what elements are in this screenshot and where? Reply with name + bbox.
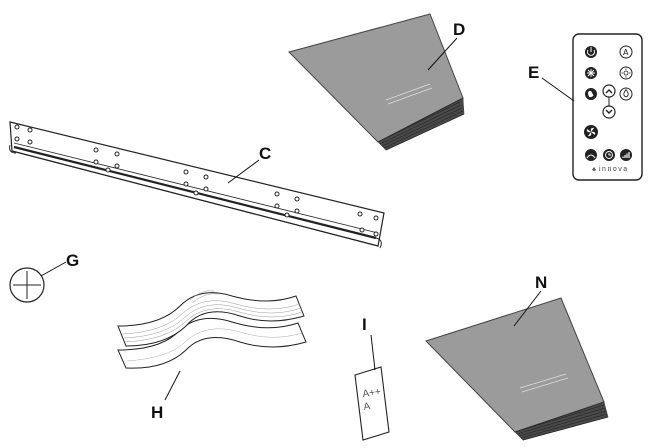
auto-mode-icon: A	[619, 45, 633, 59]
label-d: D	[453, 20, 465, 39]
mounting-bracket	[9, 121, 385, 249]
energy-label-card: A++ A	[354, 366, 390, 441]
fan-mode-icon	[585, 88, 597, 100]
label-g-leader	[40, 261, 67, 277]
sun-icon	[619, 66, 633, 80]
energy-rating-line1: A++	[362, 387, 382, 400]
power-icon	[585, 46, 597, 58]
fan-speed-icon	[584, 125, 598, 139]
manual-d	[288, 13, 465, 151]
label-e: E	[528, 63, 539, 82]
timer-icon	[603, 149, 615, 161]
label-i-leader	[370, 334, 376, 371]
chevron-up-icon	[602, 84, 616, 98]
filter-sheets	[117, 290, 307, 369]
manual-n	[425, 297, 609, 441]
label-n-leader	[513, 290, 542, 327]
energy-rating-line2: A	[363, 401, 371, 413]
label-d-leader	[427, 37, 458, 71]
label-h: H	[151, 403, 163, 422]
remote-control: A	[572, 33, 643, 181]
svg-text:A: A	[623, 48, 629, 57]
label-i: I	[362, 315, 367, 334]
brand-logo: innova	[592, 166, 629, 173]
label-c: C	[259, 144, 271, 163]
label-n: N	[535, 273, 547, 292]
drop-icon	[619, 87, 633, 101]
label-e-leader	[541, 77, 575, 102]
chevron-down-icon	[602, 105, 616, 119]
snowflake-icon	[585, 67, 597, 79]
label-h-leader	[164, 370, 181, 401]
label-g: G	[66, 251, 79, 270]
signal-icon	[620, 149, 632, 161]
screw-icon	[9, 267, 45, 303]
flap-icon	[585, 149, 597, 161]
brand-name: innova	[599, 166, 629, 173]
label-c-leader	[227, 159, 260, 184]
